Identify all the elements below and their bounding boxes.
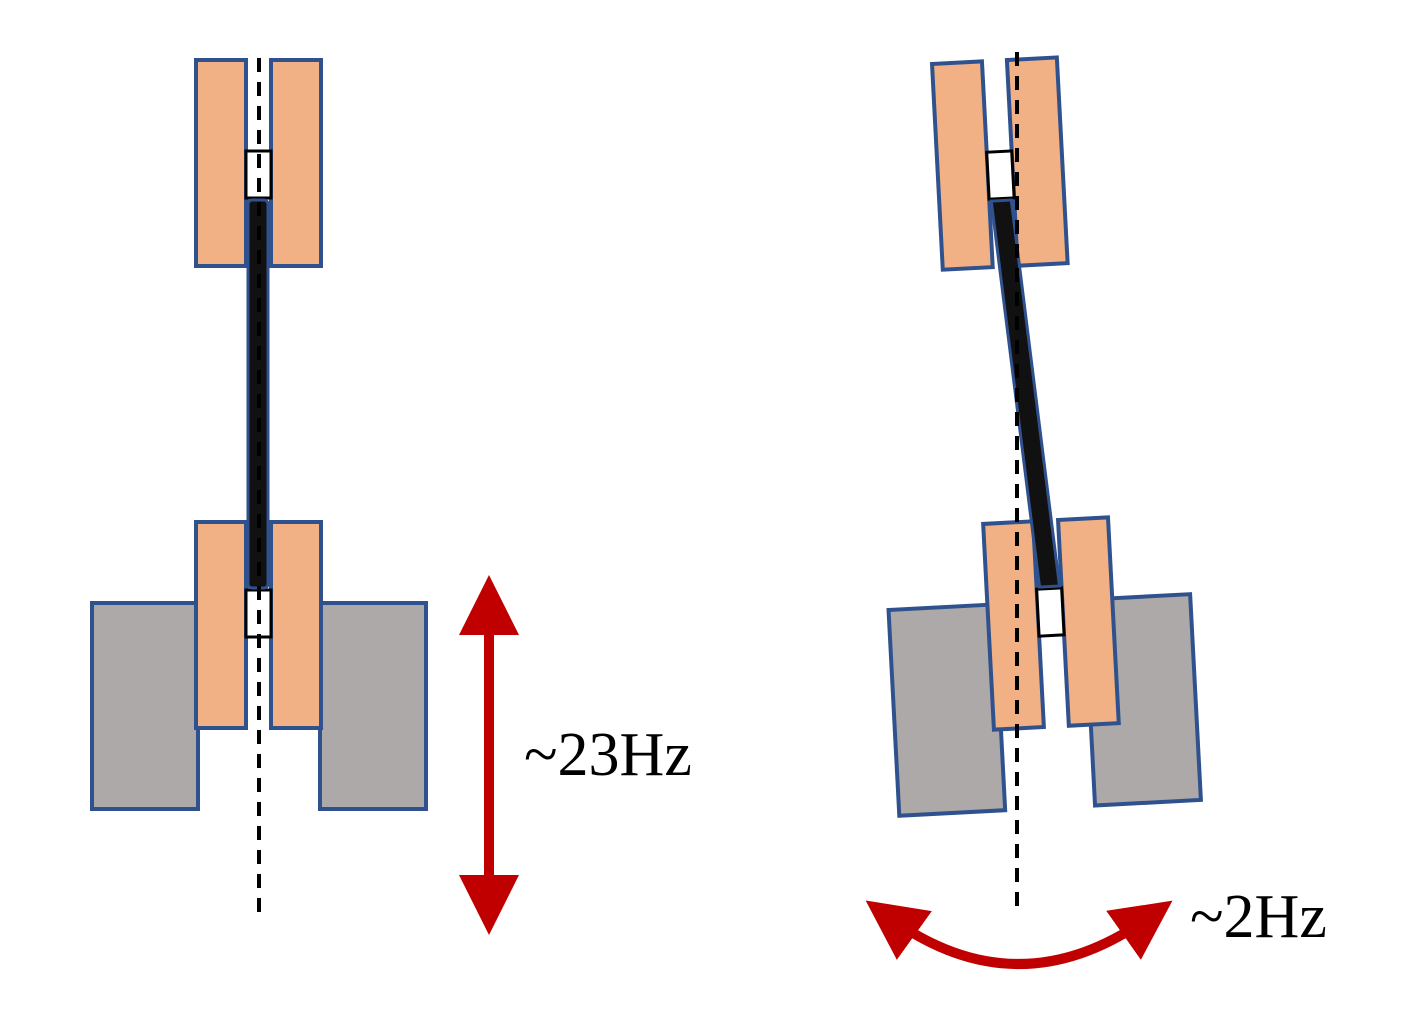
left-base-block-right [318,601,428,811]
right-bottom-clamp-right [1055,515,1121,728]
left-panel: ~23Hz [90,58,692,935]
left-base-block-left [90,601,200,811]
right-rod [989,198,1062,589]
pendulum-mode-arrow-icon [865,900,1173,969]
right-top-spacer [985,149,1016,201]
left-frequency-label: ~23Hz [524,721,692,789]
right-top-clamp-left [929,59,995,272]
right-frequency-label: ~2Hz [1190,883,1327,951]
left-top-clamp-right [269,58,323,268]
right-bottom-spacer [1035,586,1066,638]
left-top-clamp-left [194,58,248,268]
right-panel [886,55,1203,818]
left-bottom-clamp-left [194,520,248,730]
left-bottom-clamp-right [269,520,323,730]
